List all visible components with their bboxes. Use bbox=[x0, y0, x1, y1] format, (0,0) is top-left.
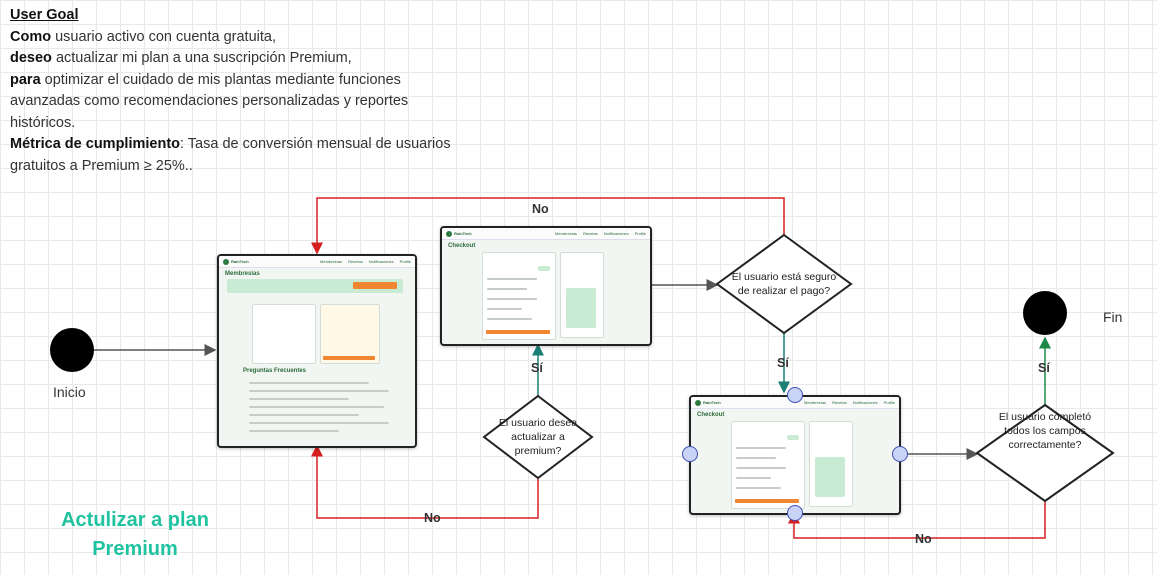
user-goal: User Goal Como usuario activo con cuenta… bbox=[10, 5, 460, 177]
mock-text-line bbox=[736, 467, 786, 469]
selection-handle[interactable] bbox=[682, 446, 698, 462]
mock-text-line bbox=[736, 477, 771, 479]
mock-nav-item: Notificaciones bbox=[852, 400, 878, 405]
end-label: Fin bbox=[1103, 309, 1123, 325]
mock-payment-form bbox=[482, 252, 556, 340]
mock-navbar: RainTech Membresías Recetas Notificacion… bbox=[691, 397, 899, 409]
mock-pay-button bbox=[486, 330, 550, 334]
membership-screen-mockup: RainTech Membresías Recetas Notificacion… bbox=[217, 254, 417, 448]
mock-pay-method bbox=[538, 266, 550, 271]
arrow-no-top bbox=[311, 197, 785, 255]
mock-heading: Checkout bbox=[697, 412, 725, 418]
start-label: Inicio bbox=[53, 384, 86, 400]
mock-nav-item: Recetas bbox=[348, 259, 363, 264]
mock-text-line bbox=[487, 278, 537, 280]
logo-icon bbox=[223, 258, 229, 265]
mock-pay-button bbox=[735, 499, 799, 503]
arrow-no-3 bbox=[788, 500, 1046, 539]
mock-nav-item: Profile bbox=[399, 259, 411, 264]
mock-nav-item: Membresías bbox=[555, 231, 578, 236]
user-goal-heading: User Goal bbox=[10, 7, 79, 23]
logo-icon bbox=[695, 399, 701, 406]
mock-text-line bbox=[487, 308, 522, 310]
mock-faq-heading: Preguntas Frecuentes bbox=[243, 368, 307, 374]
label-no-bottom: No bbox=[424, 511, 441, 525]
decision-3-text: El usuario completó todos los campos cor… bbox=[998, 411, 1092, 451]
mock-nav-item: Membresías bbox=[320, 259, 343, 264]
label-yes-3: Sí bbox=[1038, 361, 1050, 375]
mock-text-line bbox=[249, 382, 369, 384]
mock-text-line bbox=[487, 318, 532, 320]
mock-text-line bbox=[249, 422, 389, 424]
mock-nav-item: Recetas bbox=[583, 231, 598, 236]
decision-1-shape bbox=[482, 394, 594, 480]
mock-heading: Membresías bbox=[225, 271, 260, 277]
mock-text-line bbox=[249, 390, 389, 392]
user-goal-para: para optimizar el cuidado de mis plantas… bbox=[10, 71, 409, 131]
user-goal-deseo: deseo actualizar mi plan a una suscripci… bbox=[10, 50, 352, 66]
selection-handle[interactable] bbox=[892, 446, 908, 462]
mock-text-line bbox=[249, 406, 384, 408]
logo-icon bbox=[446, 230, 452, 237]
arrow-no-bottom bbox=[311, 444, 539, 519]
decision-2-shape bbox=[715, 233, 853, 335]
mock-text-line bbox=[249, 414, 359, 416]
mock-text-line bbox=[736, 487, 781, 489]
label-yes-2: Sí bbox=[777, 356, 789, 370]
mock-nav-item: Profile bbox=[883, 400, 895, 405]
mock-summary-benefits bbox=[566, 288, 596, 328]
mock-premium-plan-card bbox=[320, 304, 380, 364]
mock-free-plan-card bbox=[252, 304, 316, 364]
mock-heading: Checkout bbox=[448, 243, 476, 249]
decision-3-shape bbox=[975, 403, 1115, 503]
mock-text-line bbox=[249, 398, 349, 400]
user-goal-metric: Métrica de cumplimiento: Tasa de convers… bbox=[10, 136, 451, 174]
mock-text-line bbox=[736, 447, 786, 449]
mock-brand: RainTech bbox=[454, 231, 472, 236]
checkout-screen-mockup-2: RainTech Membresías Recetas Notificacion… bbox=[689, 395, 901, 515]
end-node bbox=[1023, 291, 1067, 335]
label-no-top: No bbox=[532, 202, 549, 216]
mock-nav-item: Notificaciones bbox=[368, 259, 394, 264]
mock-summary-benefits bbox=[815, 457, 845, 497]
mock-text-line bbox=[487, 288, 527, 290]
mock-text-line bbox=[736, 457, 776, 459]
mock-nav-item: Notificaciones bbox=[603, 231, 629, 236]
decision-1-text: El usuario desea actualizar a premium? bbox=[498, 417, 578, 457]
mock-pay-method bbox=[787, 435, 799, 440]
mock-nav-item: Recetas bbox=[832, 400, 847, 405]
mock-navbar: RainTech Membresías Recetas Notificacion… bbox=[442, 228, 650, 240]
mock-premium-button bbox=[323, 356, 375, 360]
user-goal-como: Como usuario activo con cuenta gratuita, bbox=[10, 28, 276, 45]
checkout-screen-mockup: RainTech Membresías Recetas Notificacion… bbox=[440, 226, 652, 346]
mock-text-line bbox=[487, 298, 537, 300]
mock-navbar: RainTech Membresías Recetas Notificacion… bbox=[219, 256, 415, 268]
mock-nav-item: Profile bbox=[634, 231, 646, 236]
decision-2-text: El usuario está seguro de realizar el pa… bbox=[731, 271, 837, 297]
mock-nav-item: Membresías bbox=[804, 400, 827, 405]
mock-text-line bbox=[249, 430, 339, 432]
selection-handle[interactable] bbox=[787, 505, 803, 521]
start-node bbox=[50, 328, 94, 372]
mock-brand: RainTech bbox=[703, 400, 721, 405]
diagram-title: Actulizar a plan Premium bbox=[61, 509, 209, 560]
mock-banner-button bbox=[353, 282, 397, 289]
label-no-3: No bbox=[915, 532, 932, 546]
mock-brand: RainTech bbox=[231, 259, 249, 264]
selection-handle[interactable] bbox=[787, 387, 803, 403]
label-yes-1: Sí bbox=[531, 361, 543, 375]
